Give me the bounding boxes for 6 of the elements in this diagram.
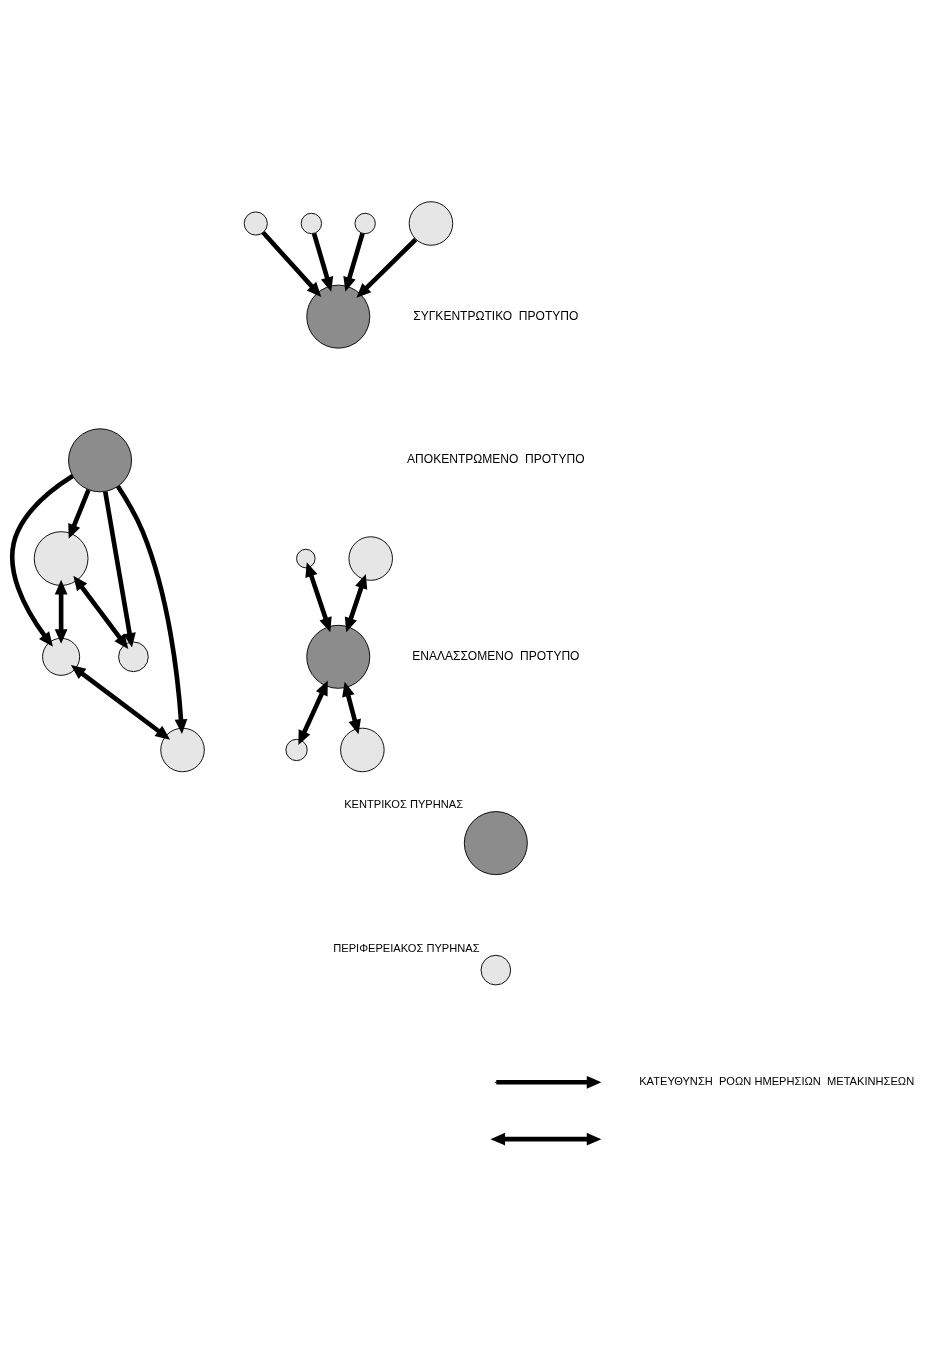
label: ΣΥΓΚΕΝΤΡΩΤΙΚΟ ΠΡΟΤΥΠΟ — [413, 308, 579, 323]
node-label: ΠΕΡΙΦΕΡΕΙΑΚΟΣ ΠΥΡΗΝΑΣ — [333, 942, 480, 955]
label: ΕΝΑΛΑΣΣΟΜΕΝΟ ΠΡΟΤΥΠΟ — [412, 648, 580, 663]
label: ΑΠΟΚΕΝΤΡΩΜΕΝΟ ΠΡΟΤΥΠΟ — [407, 452, 585, 467]
node-label: ΚΕΝΤΡΙΚΟΣ ΠΥΡΗΝΑΣ — [344, 798, 464, 811]
legend-label: ΚΑΤΕΥΘΥΝΣΗ ΡΟΩΝ ΗΜΕΡΗΣΙΩΝ ΜΕΤΑΚΙΝΗΣΕΩΝ — [639, 1075, 915, 1088]
